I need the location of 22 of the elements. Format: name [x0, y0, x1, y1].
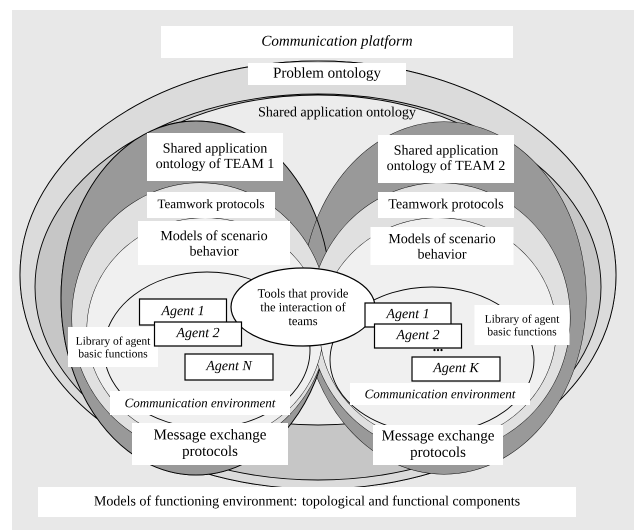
ellipsis-mark: ... — [433, 348, 443, 352]
text-label: Communication platform — [161, 26, 513, 58]
text-label: Message exchange protocols — [373, 425, 503, 465]
text-label: Problem ontology — [248, 63, 406, 85]
text-label: Shared application ontology of TEAM 2 — [378, 135, 514, 183]
text-label: Shared application ontology of TEAM 1 — [147, 133, 283, 181]
text-label: Models of scenario behavior — [138, 221, 290, 265]
text-label: Library of agent basic functions — [68, 327, 158, 367]
agent-box: Agent K — [411, 356, 501, 382]
agent-box: Agent 1 — [138, 298, 228, 326]
agent-box: Agent N — [184, 353, 274, 381]
text-label: Shared application ontology — [259, 106, 416, 120]
text-label: Teamwork protocols — [147, 192, 275, 218]
agent-box: Agent 2 — [154, 321, 242, 347]
text-label: Communication environment — [110, 391, 290, 415]
text-label: Teamwork protocols — [378, 192, 514, 218]
text-label: Models of scenario behavior — [370, 227, 514, 265]
agent-box: Agent 2 — [374, 323, 462, 349]
text-label: Communication environment — [350, 383, 530, 405]
text-label: Message exchange protocols — [132, 423, 288, 465]
text-label: Models of functioning environment: topological and functional components — [38, 487, 576, 517]
text-label: Library of agent basic functions — [474, 305, 570, 345]
